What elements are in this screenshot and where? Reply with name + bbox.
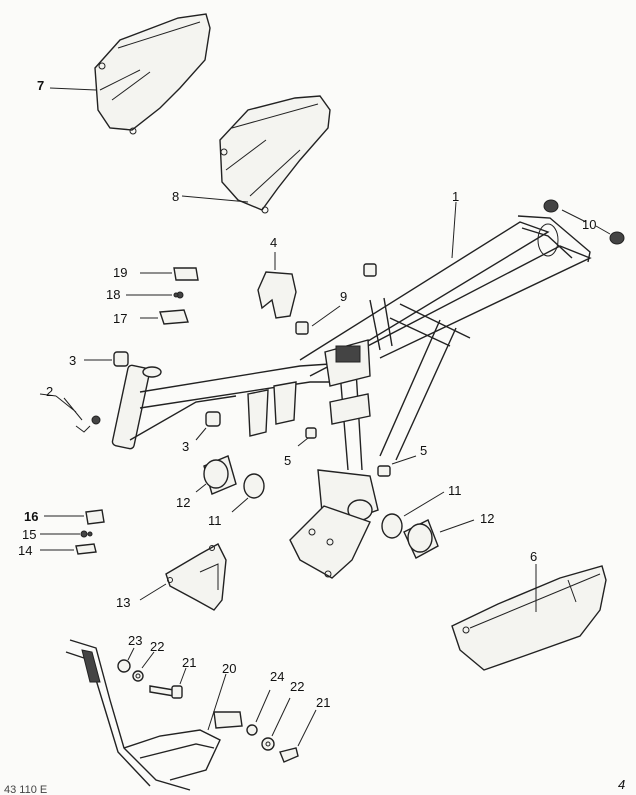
callout-3-top: 3 [69,353,77,368]
part-13-plate [139,543,227,611]
callout-24: 24 [270,669,285,684]
callout-11-right: 11 [448,483,462,498]
callout-22-right: 22 [290,679,305,694]
callout-8: 8 [172,189,180,204]
part-5-rubber [297,427,417,477]
part-1-frame [111,215,592,579]
callout-20: 20 [222,661,237,676]
callout-15: 15 [22,527,37,542]
callout-21-right: 21 [316,695,331,710]
parts-21-22-24-right [246,689,317,763]
parts-14-15-16 [40,509,105,555]
callout-10: 10 [582,217,597,232]
callout-22-left: 22 [150,639,165,654]
callout-23: 23 [128,633,143,648]
callout-3-bottom: 3 [182,439,190,454]
callout-19: 19 [113,265,128,280]
callout-12-right: 12 [480,511,495,526]
part-10-nuts [543,199,625,245]
part-7-side-cover [94,13,211,135]
callout-13: 13 [116,595,131,610]
callout-6: 6 [530,549,538,564]
parts-11-12-left [195,455,265,513]
callout-14: 14 [18,543,33,558]
part-20-crash-bar [65,639,243,791]
callout-5-left: 5 [284,453,292,468]
part-6-side-cover [451,564,607,671]
page-corner-mark: 4 [618,777,626,792]
part-2-clip [55,395,101,433]
callout-1: 1 [452,189,460,204]
callout-7: 7 [37,78,45,93]
part-8-side-cover [219,95,331,214]
callout-9: 9 [340,289,348,304]
part-9-rubber [295,263,377,335]
callout-18: 18 [106,287,121,302]
part-4-bracket [257,252,297,319]
part-3-rubber [84,351,221,441]
callout-16: 16 [24,509,39,524]
footer-code: 43 110 E [4,784,48,795]
callout-21-left: 21 [182,655,197,670]
callout-2: 2 [46,384,54,399]
callout-4: 4 [270,235,278,250]
leader-lines [39,87,457,397]
parts-17-18-19 [126,267,199,325]
callout-17: 17 [113,311,128,326]
callout-11-left: 11 [208,513,222,528]
parts-21-22-23-left [117,647,187,699]
parts-11-12-right [381,491,475,559]
callout-12-left: 12 [176,495,191,510]
callout-5-right: 5 [420,443,428,458]
